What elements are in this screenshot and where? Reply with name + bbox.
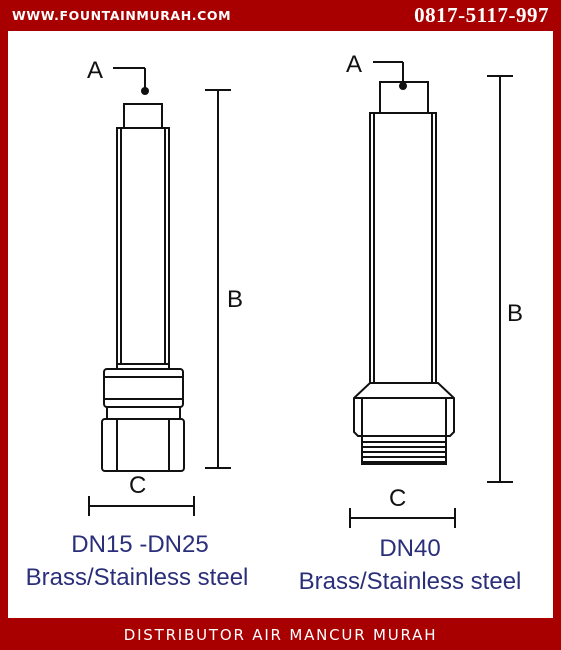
website-url[interactable]: WWW.FOUNTAINMURAH.COM [12, 8, 232, 23]
diagram-panel [8, 31, 553, 618]
right-a-dot [399, 82, 407, 90]
footer-bar: DISTRIBUTOR AIR MANCUR MURAH [0, 618, 561, 650]
left-b-dimension [205, 89, 231, 469]
left-label-b: B [227, 286, 243, 313]
header-bar: WWW.FOUNTAINMURAH.COM 0817-5117-997 [0, 0, 561, 31]
phone-number: 0817-5117-997 [414, 3, 549, 27]
right-a-leader [373, 61, 404, 84]
right-label-c: C [389, 485, 406, 512]
left-a-dot [141, 87, 149, 95]
right-nozzle-drawing [353, 81, 455, 465]
right-b-dimension [487, 75, 513, 483]
left-nozzle-drawing [101, 103, 185, 472]
right-label-b: B [507, 300, 523, 327]
right-label-a: A [346, 51, 362, 78]
left-label-a: A [87, 57, 103, 84]
left-size-caption: DN15 -DN25 [71, 531, 208, 558]
right-material-caption: Brass/Stainless steel [299, 568, 522, 595]
left-material-caption: Brass/Stainless steel [26, 564, 249, 591]
left-c-dimension [88, 496, 195, 516]
left-label-c: C [129, 472, 146, 499]
right-c-dimension [349, 508, 456, 528]
left-a-leader [113, 67, 146, 90]
footer-text: DISTRIBUTOR AIR MANCUR MURAH [123, 626, 438, 644]
right-size-caption: DN40 [379, 535, 440, 562]
